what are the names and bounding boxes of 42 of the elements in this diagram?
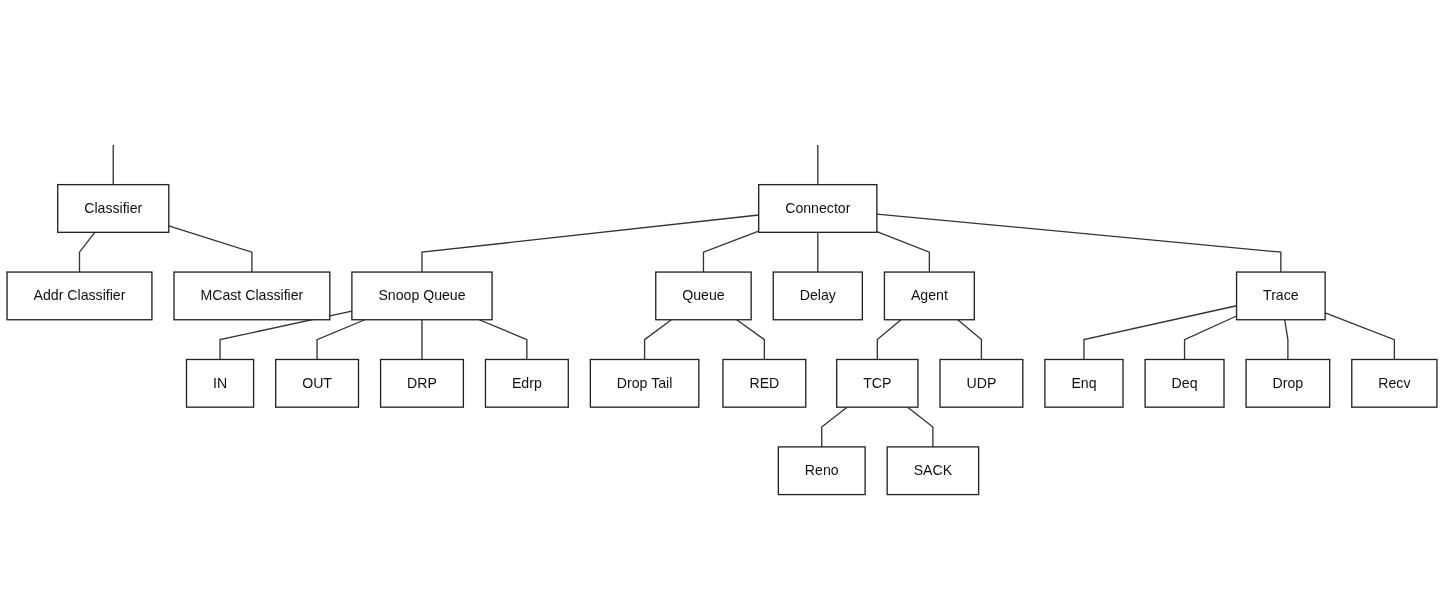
class-box: Deq <box>1144 358 1225 408</box>
connector <box>907 406 934 448</box>
class-box: RED <box>722 358 807 408</box>
class-box: Queue <box>655 271 752 321</box>
class-box: MCast Classifier <box>173 271 331 321</box>
class-box: Delay <box>772 271 863 321</box>
class-box: Enq <box>1044 358 1124 408</box>
class-box: DRP <box>379 358 465 408</box>
class-box: Connector <box>758 184 878 233</box>
class-box: IN <box>185 358 255 408</box>
connector <box>78 231 96 273</box>
connector <box>957 319 983 361</box>
class-box: Drop Tail <box>589 358 700 408</box>
connector <box>168 225 253 273</box>
connector <box>876 213 1282 273</box>
connector <box>702 230 760 273</box>
connector <box>876 230 931 273</box>
class-box: TCP <box>836 358 919 408</box>
connector <box>817 231 819 273</box>
connector <box>112 144 114 186</box>
connector <box>643 319 672 361</box>
class-box: Snoop Queue <box>351 271 493 321</box>
connector <box>736 319 765 361</box>
connector <box>1284 319 1289 361</box>
connector <box>316 319 366 361</box>
connector <box>421 319 423 361</box>
class-box: Recv <box>1351 358 1438 408</box>
connector <box>821 406 848 448</box>
class-box: Edrp <box>484 358 569 408</box>
connector <box>817 144 819 186</box>
class-box: Agent <box>883 271 975 321</box>
class-box: SACK <box>886 446 980 496</box>
class-box: Trace <box>1235 271 1326 321</box>
connector <box>478 319 528 361</box>
connector <box>876 319 902 361</box>
class-box: Reno <box>777 446 866 496</box>
class-box: Classifier <box>57 184 170 233</box>
class-box: OUT <box>275 358 360 408</box>
class-box: Addr Classifier <box>6 271 153 321</box>
class-box: Drop <box>1245 358 1331 408</box>
class-box: UDP <box>939 358 1024 408</box>
connector <box>421 214 760 273</box>
